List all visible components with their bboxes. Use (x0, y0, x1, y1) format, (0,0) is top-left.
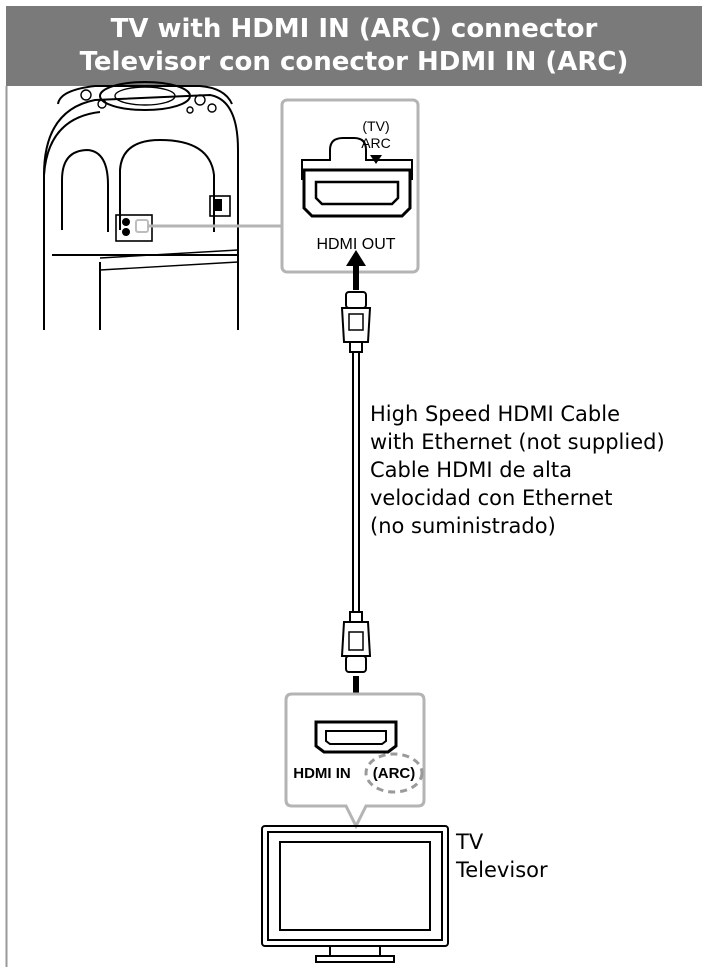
title-english: TV with HDMI IN (ARC) connector (110, 14, 598, 44)
cable-caption-line: High Speed HDMI Cable (370, 402, 621, 426)
hdmi-cable (340, 250, 372, 714)
title-spanish: Televisor con conector HDMI IN (ARC) (79, 47, 629, 77)
hdmi-out-label: HDMI OUT (316, 236, 395, 253)
hdmi-plug-bottom-icon (340, 621, 372, 657)
title-banner: TV with HDMI IN (ARC) connector Televiso… (6, 6, 702, 86)
hdmi-plug-top-icon (340, 307, 372, 343)
cable-caption-line: Cable HDMI de alta (370, 458, 572, 482)
hdmi-out-port-icon (302, 168, 412, 218)
tv-label-spanish: Televisor (456, 858, 548, 882)
arc-highlight-circle (364, 752, 424, 794)
cable-caption-line: (no suministrado) (370, 514, 556, 538)
hdmi-out-callout: (TV) ARC HDMI OUT (280, 98, 420, 274)
speaker-unit-illustration (43, 81, 239, 330)
cable-caption-line: with Ethernet (not supplied) (370, 430, 665, 454)
cable-caption: High Speed HDMI Cable with Ethernet (not… (370, 400, 665, 540)
hdmi-in-port-icon (314, 720, 398, 754)
tv-arc-label: (ARC) (373, 765, 416, 782)
hdmi-in-callout: HDMI IN (ARC) (284, 692, 426, 830)
arc-indicator-arrow (370, 155, 382, 164)
speaker-tv-label: (TV) (362, 118, 389, 134)
hdmi-in-label: HDMI IN (293, 765, 351, 782)
tv-illustration (261, 825, 449, 963)
speaker-arc-label: ARC (361, 135, 391, 151)
tv-caption: TV Televisor (456, 828, 548, 884)
cable-caption-line: velocidad con Ethernet (370, 486, 613, 510)
tv-label-english: TV (456, 830, 484, 854)
